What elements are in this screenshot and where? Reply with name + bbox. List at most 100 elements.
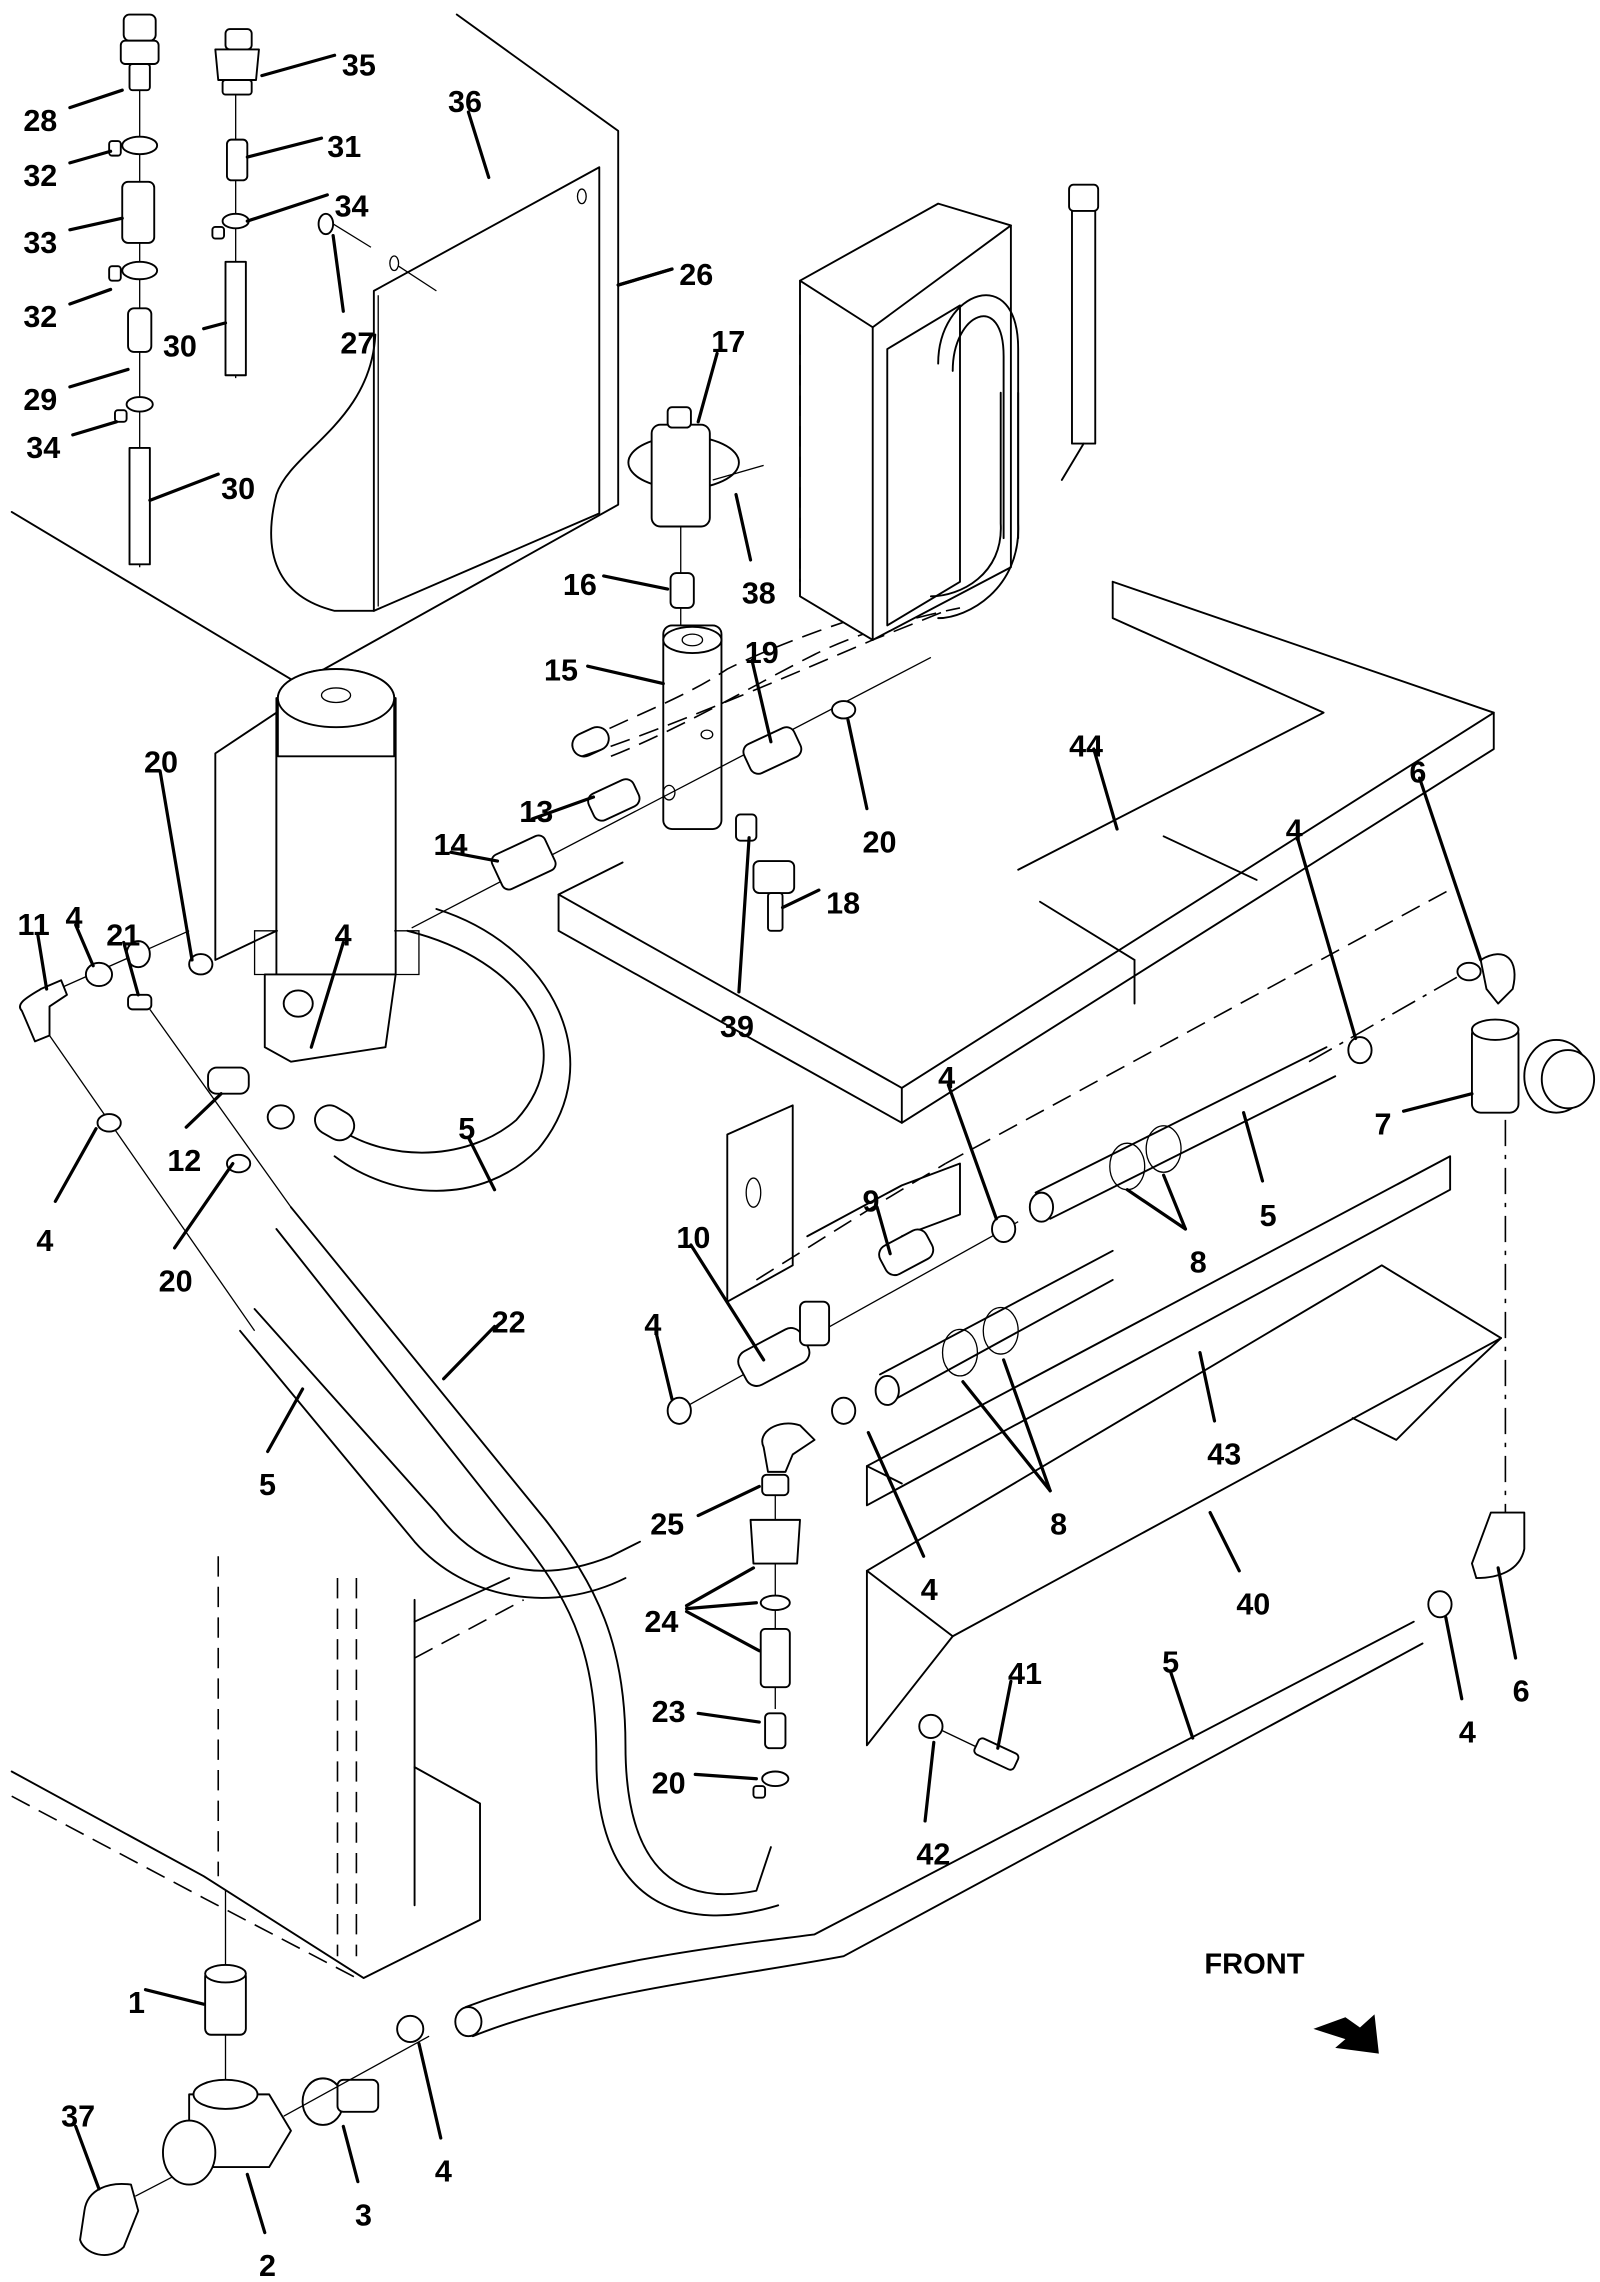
leader-line-4 <box>417 2041 443 2140</box>
leader-line-27 <box>331 234 345 313</box>
leader-line-4 <box>53 1127 98 1203</box>
callout-44: 44 <box>1069 729 1103 763</box>
callout-4: 4 <box>36 1224 53 1258</box>
callout-19: 19 <box>745 636 779 670</box>
callout-5: 5 <box>1162 1646 1179 1680</box>
fitting-9 <box>878 1228 935 1277</box>
callout-34: 34 <box>26 431 60 465</box>
callout-12: 12 <box>167 1144 201 1178</box>
callout-4: 4 <box>1459 1715 1476 1749</box>
callout-43: 43 <box>1207 1438 1241 1472</box>
leader-line-4 <box>654 1330 674 1401</box>
leader-line-10 <box>689 1243 766 1362</box>
callout-8: 8 <box>1050 1507 1067 1541</box>
callout-18: 18 <box>826 886 860 920</box>
tee-2 <box>162 2078 292 2186</box>
callout-30: 30 <box>163 329 197 363</box>
tee-7 <box>1471 1018 1596 1114</box>
callout-40: 40 <box>1236 1587 1270 1621</box>
callout-5: 5 <box>458 1112 475 1146</box>
leader-line-19 <box>750 658 773 744</box>
leader-line-40 <box>1208 1511 1241 1573</box>
elbow-11 <box>19 979 68 1043</box>
callout-28: 28 <box>23 104 57 138</box>
elbow-37 <box>79 2183 140 2256</box>
callout-25: 25 <box>650 1507 684 1541</box>
leader-line-4 <box>946 1083 998 1221</box>
callout-13: 13 <box>519 795 553 829</box>
fitting-1 <box>204 1963 247 2036</box>
manifold-15 <box>662 624 723 830</box>
fitting-39 <box>735 813 758 842</box>
washer-42 <box>918 1713 944 1739</box>
leader-line-6 <box>1496 1566 1518 1660</box>
leader-line-24 <box>684 1601 758 1611</box>
callout-5: 5 <box>259 1468 276 1502</box>
leader-line-30 <box>202 321 228 331</box>
leader-line-11 <box>36 933 49 991</box>
leader-line-5 <box>466 1135 497 1192</box>
leader-line-2 <box>245 2172 267 2235</box>
clamp-4-lower-right <box>1427 1590 1453 1619</box>
leader-line-21 <box>122 940 140 997</box>
leader-line-4 <box>309 940 345 1049</box>
leader-line-14 <box>449 850 500 863</box>
leader-line-20 <box>846 718 869 811</box>
callout-33: 33 <box>23 226 57 260</box>
panel-36 <box>372 166 601 612</box>
callout-4: 4 <box>66 901 83 935</box>
leader-line-28 <box>68 88 124 110</box>
front-label: FRONT <box>1204 1949 1304 1981</box>
clamp-4-left <box>84 961 114 988</box>
clamp-4-middle <box>991 1214 1017 1244</box>
callout-27: 27 <box>340 326 374 360</box>
callout-7: 7 <box>1374 1107 1391 1141</box>
callout-9: 9 <box>863 1185 880 1219</box>
clamp-4-right-upper <box>1347 1036 1373 1065</box>
leader-line-8 <box>961 1380 1052 1493</box>
callout-36: 36 <box>448 85 482 119</box>
leader-line-32 <box>68 149 113 165</box>
fitting-13 <box>587 778 641 822</box>
callout-38: 38 <box>742 577 776 611</box>
clamp-4-pump <box>266 1104 295 1130</box>
tank-outline <box>10 1556 525 1979</box>
leader-line-17 <box>696 351 719 424</box>
callout-4: 4 <box>938 1061 955 1095</box>
callout-21: 21 <box>106 918 140 952</box>
leader-line-35 <box>260 53 337 78</box>
leader-line-34 <box>71 420 119 437</box>
leader-line-41 <box>996 1679 1013 1750</box>
leader-line-30 <box>148 472 220 502</box>
callout-24: 24 <box>644 1605 678 1639</box>
callout-29: 29 <box>23 383 57 417</box>
leader-line-34 <box>245 193 329 223</box>
sleeve-33 <box>121 180 156 244</box>
leader-line-23 <box>696 1711 761 1724</box>
coupler-24 <box>749 1518 801 1565</box>
clamp-32-upper <box>121 135 159 156</box>
leader-line-32 <box>68 287 113 306</box>
fitting-3 <box>301 2077 380 2126</box>
callout-23: 23 <box>652 1695 686 1729</box>
guard-40 <box>865 1264 1502 1747</box>
leader-line-4 <box>1444 1615 1464 1701</box>
leader-line-20 <box>172 1161 235 1250</box>
callout-10: 10 <box>676 1221 710 1255</box>
leader-line-22 <box>442 1324 497 1381</box>
callout-34: 34 <box>335 190 369 224</box>
callout-8: 8 <box>1190 1246 1207 1280</box>
leader-line-12 <box>184 1092 223 1129</box>
valve-10 <box>737 1300 831 1387</box>
leader-line-43 <box>1198 1351 1217 1423</box>
leader-line-9 <box>875 1205 892 1256</box>
callout-31: 31 <box>327 130 361 164</box>
leader-line-39 <box>737 836 751 994</box>
clamp-20-lower <box>761 1770 790 1787</box>
direction-arrow-icon <box>1313 2014 1379 2054</box>
filter-17 <box>627 406 764 528</box>
leader-line-4 <box>1295 836 1358 1041</box>
callout-35: 35 <box>342 49 376 83</box>
callout-17: 17 <box>711 325 745 359</box>
